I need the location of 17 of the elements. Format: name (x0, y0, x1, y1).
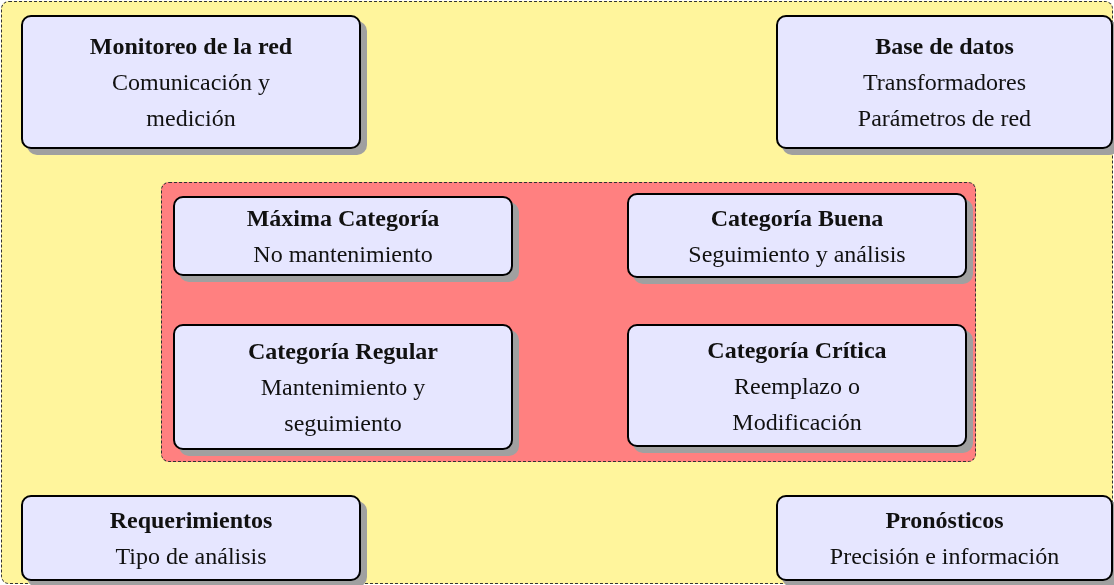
box-heading: Requerimientos (109, 506, 273, 535)
box-text: Precisión e información (829, 542, 1060, 571)
box-text: Mantenimiento y seguimiento (259, 373, 427, 438)
box-heading: Pronósticos (885, 506, 1004, 535)
box-text: Comunicación y medición (111, 68, 271, 133)
box-text: Transformadores Parámetros de red (856, 68, 1033, 133)
box-heading: Categoría Crítica (707, 335, 887, 365)
box-text: No mantenimiento (253, 240, 433, 269)
box-heading: Categoría Buena (710, 203, 884, 233)
box-text: Seguimiento y análisis (688, 239, 906, 269)
box-heading: Máxima Categoría (246, 204, 440, 233)
box-heading: Base de datos (875, 32, 1014, 61)
box-heading: Categoría Regular (248, 337, 438, 366)
category-panel (161, 182, 976, 462)
box-text: Tipo de análisis (115, 542, 267, 571)
box-text: Reemplazo o Modificación (731, 371, 863, 437)
box-heading: Monitoreo de la red (89, 32, 293, 61)
